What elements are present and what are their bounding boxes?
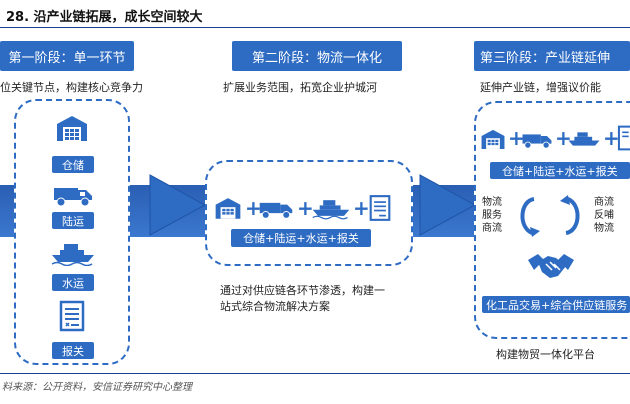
truck-icon bbox=[54, 188, 92, 207]
arrow-2-icon bbox=[419, 174, 477, 236]
stage3-header: 第三阶段：产业链延伸 bbox=[474, 41, 630, 71]
stage1-item-landtransport: 陆运 bbox=[52, 212, 94, 229]
truck-icon bbox=[522, 134, 552, 149]
stage3-right-flow: 商流 反哺 物流 bbox=[594, 196, 614, 235]
handshake-icon bbox=[528, 254, 574, 278]
warehouse-icon bbox=[481, 129, 505, 149]
flow-text: 反哺 bbox=[594, 210, 614, 221]
cycle-arrows-icon bbox=[520, 195, 580, 237]
stage1-description: 位关键节点，构建核心竞争力 bbox=[0, 81, 143, 94]
warehouse-icon bbox=[57, 116, 87, 141]
flow-text: 服务 bbox=[482, 210, 502, 221]
plus-icon: + bbox=[603, 126, 620, 150]
stage2-description: 扩展业务范围，拓宽企业护城河 bbox=[223, 81, 377, 94]
stage3-trade-label: 化工品交易+综合供应链服务 bbox=[482, 296, 630, 313]
stage1-item-customs: 报关 bbox=[52, 342, 94, 359]
stage3-combo-label: 仓储+陆运+水运+报关 bbox=[490, 162, 630, 179]
stage3-platform-caption: 构建物贸一体化平台 bbox=[496, 348, 595, 361]
source-note: 料来源：公开资料，安信证券研究中心整理 bbox=[2, 382, 192, 393]
stage2-note-line2: 站式综合物流解决方案 bbox=[220, 300, 330, 313]
plus-icon: + bbox=[353, 196, 370, 220]
plus-icon: + bbox=[508, 126, 525, 150]
stage1-item-warehouse: 仓储 bbox=[52, 156, 94, 173]
footer-divider bbox=[0, 373, 630, 374]
stage2-combo-label: 仓储+陆运+水运+报关 bbox=[231, 229, 371, 247]
ship-icon bbox=[568, 132, 600, 146]
flow-text: 商流 bbox=[594, 197, 614, 208]
plus-icon: + bbox=[245, 196, 262, 220]
document-icon bbox=[369, 195, 391, 221]
stage1-item-watertransport: 水运 bbox=[52, 274, 94, 291]
title-divider bbox=[0, 27, 630, 28]
stage2-header: 第二阶段：物流一体化 bbox=[232, 41, 402, 71]
ship-icon bbox=[312, 200, 350, 220]
stage1-header: 第一阶段：单一环节 bbox=[0, 41, 134, 71]
page-title: 28. 沿产业链拓展，成长空间较大 bbox=[6, 10, 203, 25]
arrow-1-icon bbox=[149, 174, 207, 236]
warehouse-icon bbox=[215, 198, 241, 219]
stage3-left-flow: 物流 服务 商流 bbox=[482, 196, 502, 235]
stage2-note-line1: 通过对供应链各环节渗透，构建一 bbox=[220, 284, 385, 297]
stage3-description: 延伸产业链，增强议价能 bbox=[480, 81, 601, 94]
flow-text: 商流 bbox=[482, 223, 502, 234]
ship-icon bbox=[51, 244, 94, 266]
truck-icon bbox=[259, 202, 293, 219]
flow-text: 物流 bbox=[594, 223, 614, 234]
plus-icon: + bbox=[555, 126, 572, 150]
flow-text: 物流 bbox=[482, 197, 502, 208]
plus-icon: + bbox=[297, 196, 314, 220]
band-arrows bbox=[149, 174, 477, 236]
document-icon bbox=[59, 300, 85, 332]
document-icon bbox=[617, 125, 630, 151]
